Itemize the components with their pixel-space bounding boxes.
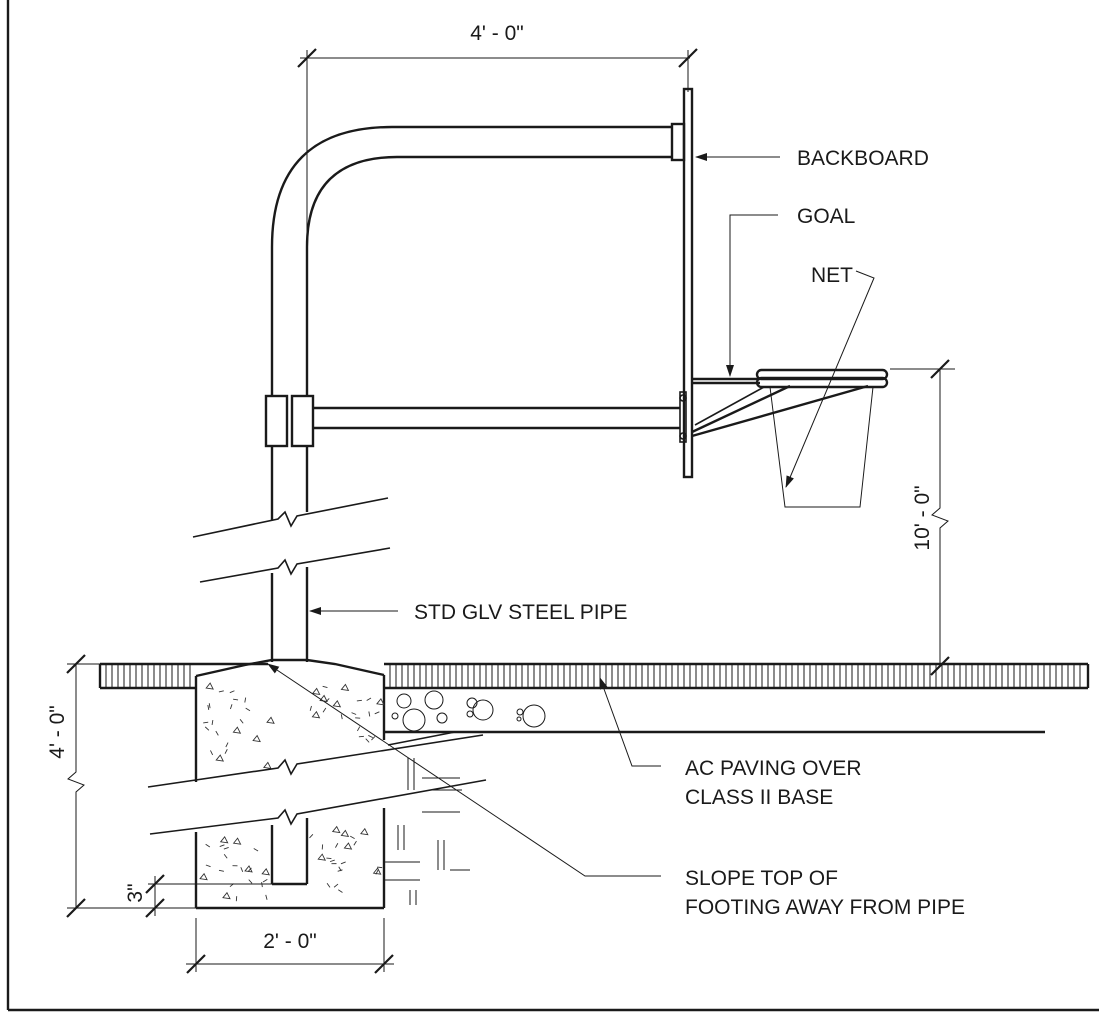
aggregate-circles [391,690,546,732]
paving-hatch-left [105,664,191,688]
dimension-footing-depth: 4' - 0" [46,654,196,918]
backboard-label: BACKBOARD [797,147,929,170]
footing-break-lines [147,734,487,835]
concrete-footing [194,658,386,910]
backboard [679,87,694,479]
upper-arm-plate [670,122,686,162]
right-clamp [290,394,315,448]
slope-label-line1: SLOPE TOP OF [685,867,838,890]
dimension-footing-width: 2' - 0" [186,918,394,974]
dimension-rim-height: 10' - 0" [890,359,955,676]
paving-hatch-right [389,664,1081,688]
soil-hatch [385,758,470,905]
class-ii-base [384,690,1045,746]
bottom-clearance-dimension-text: 3" [124,883,147,902]
goal-net [769,386,874,508]
callout-pipe: STD GLV STEEL PIPE [309,601,628,624]
callout-paving: AC PAVING OVER CLASS II BASE [599,677,862,809]
ac-paving [98,662,1090,690]
callout-slope: SLOPE TOP OF FOOTING AWAY FROM PIPE [267,663,965,919]
concrete-aggregate-marks [199,682,385,902]
dimension-bottom-clearance: 3" [124,874,272,918]
goal-label: GOAL [797,205,855,228]
overhang-dimension-text: 4' - 0" [470,22,523,45]
left-clamp [264,394,289,448]
pipe-label: STD GLV STEEL PIPE [414,601,628,624]
footing-width-dimension-text: 2' - 0" [263,930,316,953]
post-break-lines [192,497,391,583]
paving-label-line1: AC PAVING OVER [685,757,862,780]
callout-net: NET [785,264,875,488]
paving-label-line2: CLASS II BASE [685,786,833,809]
slope-label-line2: FOOTING AWAY FROM PIPE [685,896,965,919]
goal-rim [691,368,889,438]
footing-depth-dimension-text: 4' - 0" [46,705,69,758]
callout-backboard: BACKBOARD [695,147,929,170]
callout-goal: GOAL [726,205,855,377]
dimension-overhang: 4' - 0" [297,22,698,247]
drawing-frame [6,0,1099,1012]
net-label: NET [811,264,853,287]
rim-height-dimension-text: 10' - 0" [911,485,934,550]
steel-pipe-post [264,122,686,662]
